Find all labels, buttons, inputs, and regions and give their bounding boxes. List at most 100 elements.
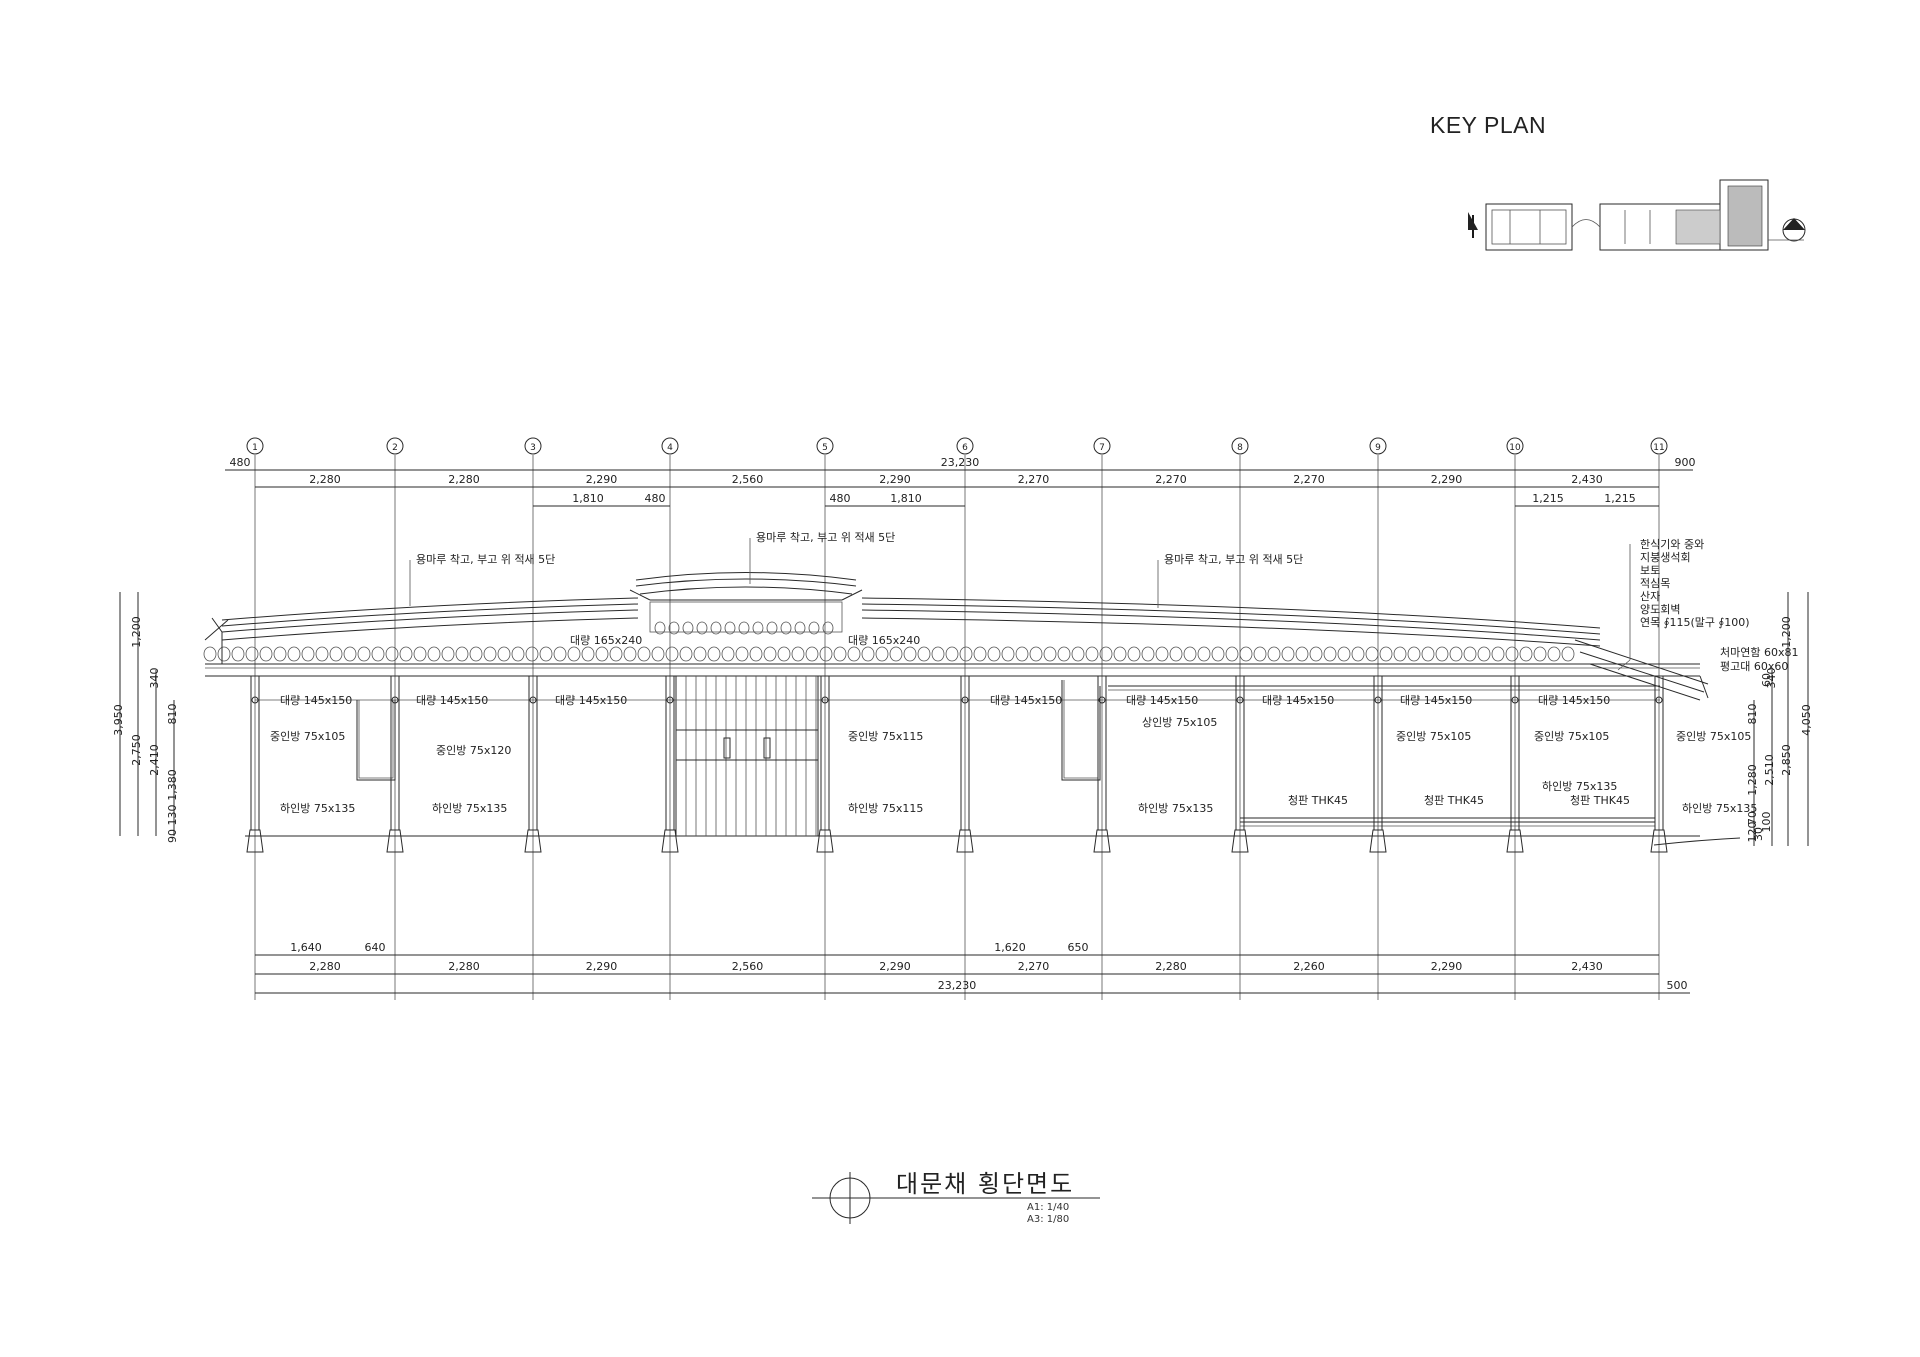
dim-top-right-offset: 900 — [1675, 456, 1696, 469]
roof-tile — [525, 646, 539, 662]
roof-tile — [441, 646, 455, 662]
roof-tile — [1519, 646, 1533, 662]
axis-10: 10 — [1506, 437, 1524, 1000]
roof-tile — [1253, 646, 1267, 662]
beam-4: 대량 145x150 — [990, 694, 1062, 707]
roof-tile — [1155, 646, 1169, 662]
roof-tile — [903, 646, 917, 662]
building-section — [203, 572, 1741, 853]
low-lintel-6: 하인방 75x135 — [1682, 801, 1757, 815]
dim-bot-span: 2,280 — [1155, 960, 1187, 973]
dim-right: 120 — [1746, 822, 1759, 843]
roof-tile — [539, 646, 553, 662]
roof-tile — [819, 646, 833, 662]
roof-tile — [1505, 646, 1519, 662]
roof-note-center: 용마루 착고, 부고 위 적새 5단 — [756, 531, 895, 544]
roof-tile — [763, 646, 777, 662]
axis-label: 5 — [822, 443, 828, 453]
roof-tile — [749, 646, 763, 662]
dim-sub-left-a: 1,810 — [572, 492, 604, 505]
roof-tile — [1379, 646, 1393, 662]
dim-right: 100 — [1760, 812, 1773, 833]
dim-bot-right-offset: 500 — [1667, 979, 1688, 992]
roof-tile — [1029, 646, 1043, 662]
column — [661, 676, 679, 853]
roof-tile — [833, 646, 847, 662]
gate-door-boards — [685, 676, 817, 836]
roof-tile — [329, 646, 343, 662]
roof-tile — [1197, 646, 1211, 662]
low-lintel-4: 하인방 75x135 — [1138, 801, 1213, 815]
low-lintel-1: 하인방 75x135 — [280, 801, 355, 815]
roof-tile — [343, 646, 357, 662]
roof-tile — [315, 646, 329, 662]
dim-bot-span: 2,290 — [1431, 960, 1463, 973]
column — [1369, 676, 1387, 853]
dim-bot-sub-a1: 1,640 — [290, 941, 322, 954]
roof-tile — [399, 646, 413, 662]
gate-roof-tile — [654, 621, 666, 635]
scale-a1: A1: 1/40 — [1027, 1202, 1070, 1213]
dim-bot-sub-b1: 1,620 — [994, 941, 1026, 954]
beam-8: 대량 145x150 — [1538, 694, 1610, 707]
eave-note-4: 적심목 — [1640, 577, 1670, 590]
axis-3: 3 — [524, 437, 542, 1000]
eave-note-2: 지붕생석회 — [1640, 551, 1691, 564]
dim-sub-mid-b: 1,810 — [890, 492, 922, 505]
dim-left: 1,380 — [166, 769, 179, 801]
dim-right: 2,510 — [1763, 754, 1776, 786]
dim-bot-span: 2,560 — [732, 960, 764, 973]
beam-1: 대량 145x150 — [280, 694, 352, 707]
roof-tile — [1477, 646, 1491, 662]
roof-tile — [1225, 646, 1239, 662]
low-lintel-5: 하인방 75x135 — [1542, 779, 1617, 793]
axis-label: 3 — [530, 443, 536, 453]
roof-tile — [665, 646, 679, 662]
eave-note-5: 산자 — [1640, 590, 1660, 603]
roof-tile — [931, 646, 945, 662]
roof-tile — [959, 646, 973, 662]
roof-tile — [805, 646, 819, 662]
roof-tile — [637, 646, 651, 662]
eave-note-7: 연목 ∮115(말구 ∮100) — [1640, 616, 1750, 629]
roof-tile — [889, 646, 903, 662]
dim-bot-sub-a2: 640 — [365, 941, 386, 954]
column — [1650, 676, 1668, 853]
beam-6: 대량 145x150 — [1262, 694, 1334, 707]
roof-tiles — [203, 621, 1575, 662]
axis-5: 5 — [816, 437, 834, 1000]
dim-bot-span: 2,280 — [309, 960, 341, 973]
column — [1093, 676, 1111, 853]
upper-lintel: 상인방 75x105 — [1142, 716, 1217, 729]
axis-label: 4 — [667, 443, 673, 453]
dim-bot-sub-b2: 650 — [1068, 941, 1089, 954]
dim-bot-span: 2,280 — [448, 960, 480, 973]
key-plan-title: KEY PLAN — [1430, 112, 1547, 138]
roof-tile — [721, 646, 735, 662]
roof-tile — [1099, 646, 1113, 662]
beam-2: 대량 145x150 — [416, 694, 488, 707]
dim-top-span: 2,290 — [879, 473, 911, 486]
roof-tile — [1309, 646, 1323, 662]
low-lintel-2: 하인방 75x135 — [432, 801, 507, 815]
floor-board-3: 청판 THK45 — [1570, 794, 1630, 807]
axis-8: 8 — [1231, 437, 1249, 1000]
roof-tile — [1267, 646, 1281, 662]
gate-roof-tile — [696, 621, 708, 635]
roof-tile — [1547, 646, 1561, 662]
roof-note-right: 용마루 착고, 부고 위 적새 5단 — [1164, 553, 1303, 566]
roof-tile — [1351, 646, 1365, 662]
roof-tile — [1407, 646, 1421, 662]
dim-top-span: 2,270 — [1018, 473, 1050, 486]
beam-3: 대량 145x150 — [555, 694, 627, 707]
roof-tile — [987, 646, 1001, 662]
roof-tile — [1015, 646, 1029, 662]
roof-tile — [707, 646, 721, 662]
roof-tile — [553, 646, 567, 662]
axis-label: 2 — [392, 443, 398, 453]
dim-top-span: 2,270 — [1293, 473, 1325, 486]
dim-right: 1,200 — [1780, 616, 1793, 648]
roof-tile — [511, 646, 525, 662]
dim-sub-left-b: 480 — [645, 492, 666, 505]
